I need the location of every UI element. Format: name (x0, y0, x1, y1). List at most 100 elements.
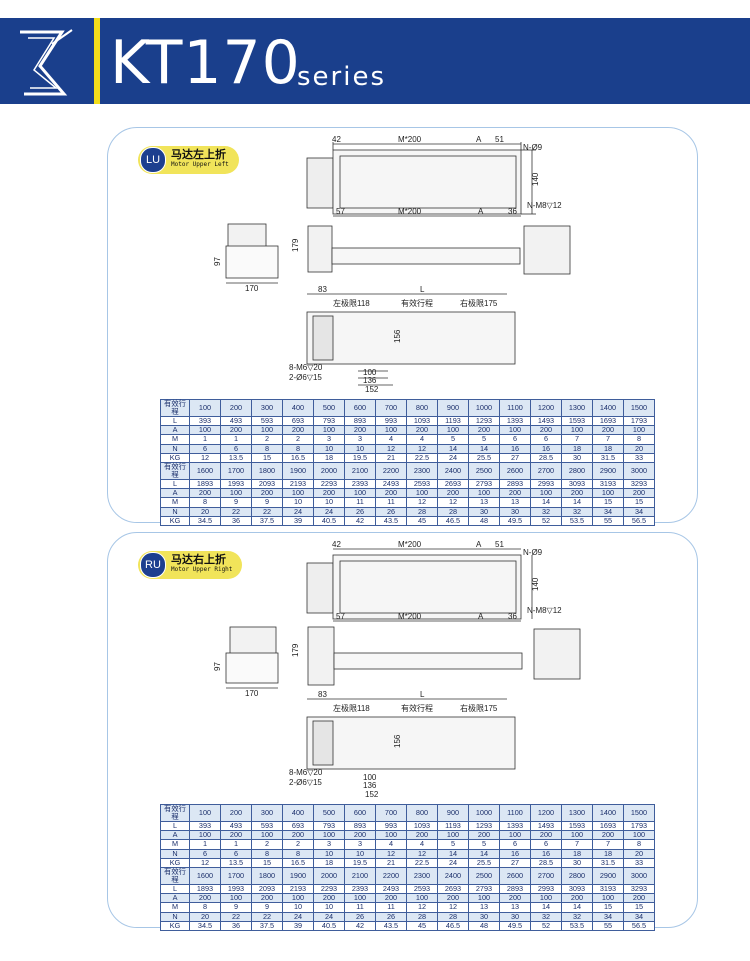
table-cell: 30 (561, 857, 593, 868)
table-cell: 100 (623, 830, 655, 841)
badge-title-en: Motor Upper Right (171, 566, 233, 573)
row-header: 有效行程 (160, 804, 190, 822)
table-cell: 24 (282, 911, 314, 922)
table-cell: 10 (313, 848, 345, 859)
dim-n-hole: N-Ø9 (523, 143, 543, 152)
model-title: KT170 (110, 28, 301, 98)
dim-left-limit: 左极限118 (333, 298, 370, 308)
table-cell: 39 (282, 920, 314, 931)
table-cell: 19.5 (344, 857, 376, 868)
table-cell: 42 (344, 920, 376, 931)
table-cell: 3 (344, 434, 376, 445)
table-cell: 400 (282, 804, 314, 822)
table-cell: 5 (468, 839, 500, 850)
table-cell: 10 (344, 443, 376, 454)
table-cell: 14 (468, 443, 500, 454)
section-badge: LU 马达左上折 Motor Upper Left (138, 146, 239, 174)
table-cell: 2100 (344, 866, 376, 885)
table-cell: 40.5 (313, 515, 345, 526)
table-cell: 2000 (313, 866, 345, 885)
dim-83: 83 (318, 690, 327, 699)
table-cell: 30 (499, 506, 531, 517)
table-cell: 33 (623, 452, 655, 463)
dim-152: 152 (365, 790, 379, 799)
dim-phi6: 2-Ø6▽15 (289, 373, 322, 382)
dim-m200-top: M*200 (398, 540, 422, 549)
dim-83: 83 (318, 285, 327, 294)
table-cell: 1 (220, 434, 252, 445)
table-cell: 1793 (623, 820, 655, 832)
table-cell: 14 (437, 848, 469, 859)
table-cell: 21 (375, 857, 407, 868)
dim-100: 100 (363, 368, 377, 377)
table-cell: 16 (499, 443, 531, 454)
table-cell: 49.5 (499, 515, 531, 526)
technical-drawing-lu: 42 M*200 A 51 N-Ø9 140 N-M8▽12 57 M*200 … (213, 135, 571, 394)
table-cell: 55 (592, 515, 624, 526)
table-cell: 1500 (623, 804, 655, 822)
table-cell: 39 (282, 515, 314, 526)
table-cell: 1 (189, 434, 221, 445)
dim-36: 36 (508, 612, 517, 621)
dim-l: L (420, 690, 425, 699)
dim-m200-bottom: M*200 (398, 207, 422, 216)
table-cell: 25.5 (468, 452, 500, 463)
dim-m6: 8-M6▽20 (289, 363, 323, 372)
table-cell: 14 (561, 902, 593, 913)
dim-n-m8: N-M8▽12 (527, 201, 562, 210)
table-cell: 26 (375, 506, 407, 517)
table-cell: 200 (623, 893, 655, 904)
dim-a-bottom: A (478, 612, 484, 621)
table-cell: 19.5 (344, 452, 376, 463)
dim-stroke: 有效行程 (401, 703, 433, 713)
table-cell: 2800 (561, 866, 593, 885)
table-cell: 34 (592, 506, 624, 517)
table-cell: 30 (468, 506, 500, 517)
table-cell: 3000 (623, 461, 655, 480)
table-cell: 20 (623, 848, 655, 859)
table-cell: 56.5 (623, 920, 655, 931)
table-cell: 6 (499, 434, 531, 445)
dim-97: 97 (213, 257, 222, 266)
table-cell: 2200 (375, 461, 407, 480)
table-cell: 1400 (592, 804, 624, 822)
table-cell: 48 (468, 920, 500, 931)
table-cell: 18 (313, 857, 345, 868)
table-cell: 9 (220, 497, 252, 508)
table-cell: 16 (530, 443, 562, 454)
table-cell: 33 (623, 857, 655, 868)
table-cell: 48 (468, 515, 500, 526)
dim-57: 57 (336, 207, 345, 216)
table-cell: 2700 (530, 866, 562, 885)
dim-170: 170 (245, 284, 259, 293)
table-cell: 27 (499, 857, 531, 868)
table-cell: 2600 (499, 461, 531, 480)
table-cell: 12 (189, 857, 221, 868)
table-cell: 7 (561, 839, 593, 850)
dim-l: L (420, 285, 425, 294)
table-cell: 2200 (375, 866, 407, 885)
table-cell: 1900 (282, 866, 314, 885)
table-cell: 1100 (499, 804, 531, 822)
table-cell: 15 (623, 497, 655, 508)
table-cell: 3293 (623, 883, 655, 895)
table-cell: 34.5 (189, 515, 221, 526)
dim-n-hole: N-Ø9 (523, 548, 543, 557)
table-cell: 37.5 (251, 515, 283, 526)
dim-n-m8: N-M8▽12 (527, 606, 562, 615)
table-cell: 15 (623, 902, 655, 913)
table-cell: 32 (561, 506, 593, 517)
table-cell: 2 (282, 434, 314, 445)
table-cell: 3 (313, 839, 345, 850)
table-cell: 1300 (561, 399, 593, 417)
row-header: N (160, 443, 190, 454)
row-header: 有效行程 (160, 461, 190, 480)
table-cell: 16.5 (282, 857, 314, 868)
table-cell: 56.5 (623, 515, 655, 526)
table-cell: 8 (623, 434, 655, 445)
